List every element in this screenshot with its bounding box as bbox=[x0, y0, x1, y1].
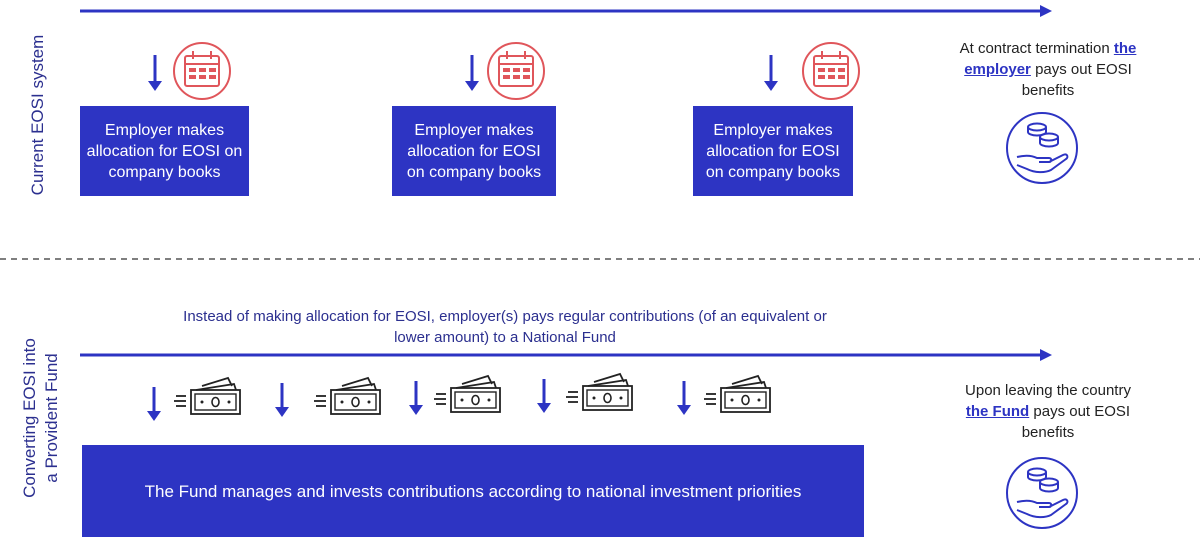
coins-in-hand-icon bbox=[1006, 112, 1078, 184]
cash-icon bbox=[704, 374, 771, 413]
outcome-text-top: At contract termination the employer pay… bbox=[948, 38, 1148, 101]
outcome-post: pays out EOSI benefits bbox=[1021, 61, 1132, 99]
down-arrow-icon bbox=[275, 383, 289, 417]
down-arrow-icon bbox=[677, 381, 691, 415]
down-arrow-icon bbox=[537, 379, 551, 413]
down-arrow-icon bbox=[764, 55, 778, 91]
down-arrow-icon bbox=[409, 381, 423, 415]
outcome-post: pays out EOSI benefits bbox=[1021, 403, 1131, 441]
row-label-provident-fund: Converting EOSI into a Provident Fund bbox=[19, 313, 63, 523]
contributions-caption: Instead of making allocation for EOSI, e… bbox=[183, 308, 827, 346]
outcome-text-bottom: Upon leaving the country the Fund pays o… bbox=[958, 380, 1138, 443]
cash-icon bbox=[434, 374, 501, 413]
outcome-pre: At contract termination bbox=[959, 40, 1114, 57]
cash-icon bbox=[314, 376, 381, 415]
allocation-box-1: Employer makes allocation for EOSI on co… bbox=[80, 106, 249, 196]
allocation-box-2: Employer makes allocation for EOSI on co… bbox=[392, 106, 556, 196]
cash-icon bbox=[174, 376, 241, 415]
calendar-icon bbox=[487, 42, 545, 100]
fund-box: The Fund manages and invests contributio… bbox=[82, 445, 864, 537]
down-arrow-icon bbox=[147, 387, 161, 421]
timeline-arrow-top bbox=[80, 5, 1052, 17]
row-label-current: Current EOSI system bbox=[28, 34, 47, 196]
coins-in-hand-icon bbox=[1006, 457, 1078, 529]
down-arrow-icon bbox=[465, 55, 479, 91]
calendar-icon bbox=[802, 42, 860, 100]
calendar-icon bbox=[173, 42, 231, 100]
cash-icon bbox=[566, 372, 633, 411]
outcome-emphasis: the Fund bbox=[965, 403, 1030, 420]
timeline-arrow-bottom bbox=[80, 349, 1052, 361]
row-label-line2: a Provident Fund bbox=[42, 353, 61, 483]
allocation-box-3: Employer makes allocation for EOSI on co… bbox=[693, 106, 853, 196]
outcome-emphasis: the employer bbox=[964, 40, 1137, 78]
down-arrow-icon bbox=[148, 55, 162, 91]
section-divider bbox=[0, 258, 1200, 260]
outcome-pre: Upon leaving the country bbox=[965, 382, 1131, 399]
